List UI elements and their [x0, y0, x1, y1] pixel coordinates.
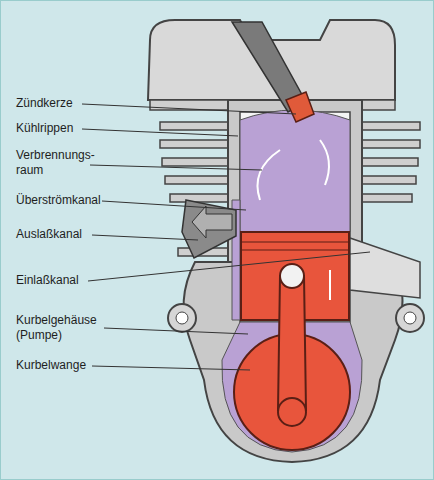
- piston-pin: [280, 264, 304, 288]
- part-label: Kurbelgehäuse (Pumpe): [16, 313, 111, 343]
- flow-arrows: [258, 140, 331, 300]
- mount-lug: [168, 304, 196, 332]
- part-label: Einlaßkanal: [16, 273, 126, 288]
- part-label: Kurbelwange: [16, 358, 126, 373]
- part-label: Auslaßkanal: [16, 227, 126, 242]
- combustion-chamber: [240, 110, 350, 232]
- spark-plug-tip: [286, 92, 314, 122]
- connecting-rod: [278, 276, 306, 410]
- intake-port: [350, 238, 420, 298]
- leader-lines: [82, 104, 370, 370]
- mount-lug: [396, 304, 424, 332]
- flow-arrow: [192, 206, 232, 238]
- part-label: Zündkerze: [16, 96, 126, 111]
- part-label: Kühlrippen: [16, 121, 126, 136]
- part-label: Verbrennungs- raum: [16, 148, 106, 178]
- crank-pin: [278, 398, 306, 426]
- part-label: Überströmkanal: [16, 193, 136, 208]
